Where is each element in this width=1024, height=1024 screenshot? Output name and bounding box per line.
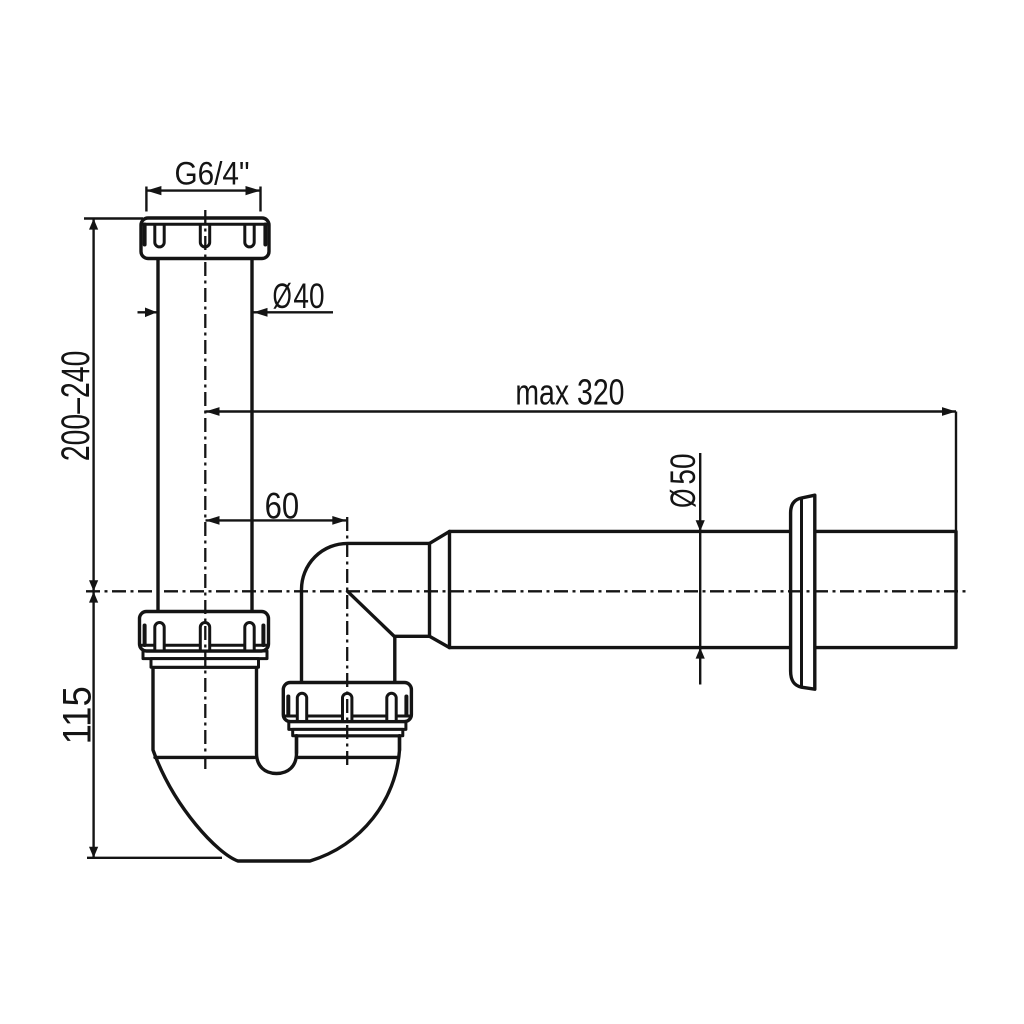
svg-text:Ø: Ø bbox=[272, 278, 291, 316]
svg-text:G6/4": G6/4" bbox=[174, 155, 249, 191]
svg-text:40: 40 bbox=[293, 276, 324, 316]
svg-text:Ø: Ø bbox=[665, 489, 703, 508]
svg-text:200–240: 200–240 bbox=[54, 351, 98, 462]
svg-text:50: 50 bbox=[663, 453, 703, 484]
svg-text:115: 115 bbox=[55, 686, 100, 744]
svg-text:60: 60 bbox=[265, 486, 300, 527]
svg-text:max 320: max 320 bbox=[515, 371, 624, 412]
